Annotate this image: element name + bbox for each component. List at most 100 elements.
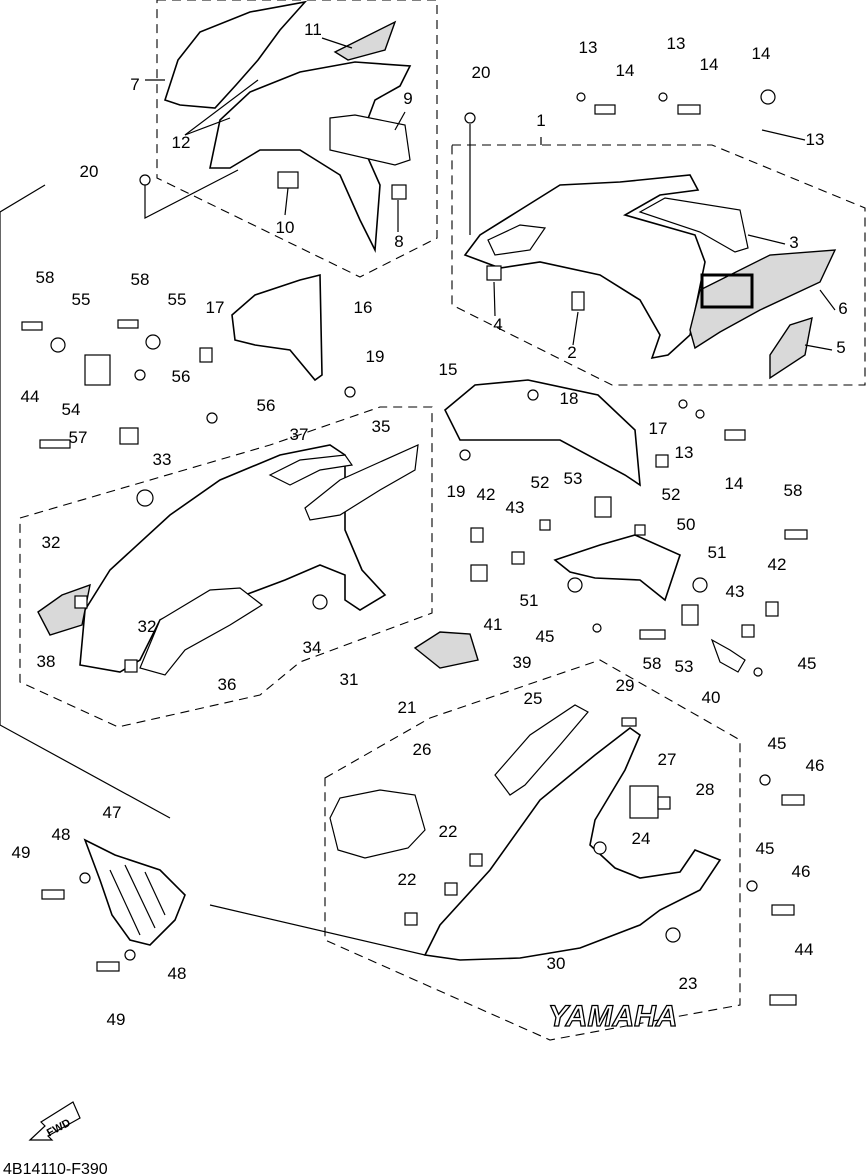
outline-left-bottom	[0, 724, 171, 819]
assembly-boundaries	[19, 0, 866, 1041]
part-callout-21: 21	[398, 698, 417, 717]
bolt-46b	[771, 904, 795, 916]
part-callout-47: 47	[103, 803, 122, 822]
bracket-54	[84, 354, 111, 386]
part-callout-56: 56	[172, 367, 191, 386]
grommet-24	[593, 841, 607, 855]
collar-51b	[567, 577, 583, 593]
windshield-decal-11	[333, 20, 397, 61]
clip-22a	[444, 882, 458, 896]
side-cover-31-boundary	[19, 406, 433, 728]
cowling-1-boundary	[451, 144, 866, 386]
grille-26	[329, 789, 426, 859]
screw-19-lower	[459, 449, 471, 461]
air-duct-assembly	[41, 838, 426, 972]
part-callout-26: 26	[413, 740, 432, 759]
part-callout-45: 45	[768, 734, 787, 753]
fwd-arrow-shape	[28, 1101, 81, 1141]
part-callout-35: 35	[372, 417, 391, 436]
part-callout-17: 17	[649, 419, 668, 438]
part-callout-27: 27	[658, 750, 677, 769]
part-callout-9: 9	[403, 89, 412, 108]
clip-42a	[470, 527, 484, 543]
clip-53b	[681, 604, 699, 626]
part-callout-39: 39	[513, 653, 532, 672]
panel-38	[37, 583, 91, 636]
under-cowl-21-boundary	[324, 659, 741, 1041]
washer-13a	[576, 92, 586, 102]
part-callout-52: 52	[531, 473, 550, 492]
nut-56a	[134, 369, 146, 381]
clip-4	[486, 265, 502, 281]
clip-22b	[404, 912, 418, 926]
washer-13e	[695, 409, 705, 419]
decal-6-brand-box	[700, 273, 754, 309]
windshield-part-7	[163, 0, 308, 109]
collar-23	[665, 927, 681, 943]
part-callout-19: 19	[366, 347, 385, 366]
bracket-37	[268, 454, 354, 486]
inner-panel-assembly	[199, 273, 669, 487]
brand-logo-text: YAMAHA	[548, 1000, 677, 1033]
leader-13c	[761, 129, 806, 141]
clip-52b	[634, 524, 646, 536]
part-callout-28: 28	[696, 780, 715, 799]
washer-48a	[79, 872, 91, 884]
bracket-50	[553, 534, 681, 602]
nut-43b	[741, 624, 755, 638]
part-callout-32: 32	[42, 533, 61, 552]
clip-53a	[594, 496, 612, 518]
clip-29	[621, 717, 637, 727]
outline-left-top	[0, 184, 46, 213]
part-callout-12: 12	[172, 133, 191, 152]
leader-9	[394, 111, 406, 131]
clip-42b	[765, 601, 779, 617]
part-callout-1: 1	[536, 111, 545, 130]
meter-panel-boundary	[156, 0, 438, 278]
part-callout-45: 45	[756, 839, 775, 858]
leader-20-upper	[144, 169, 239, 219]
part-callout-44: 44	[21, 387, 40, 406]
part-callout-45: 45	[798, 654, 817, 673]
nut-56b	[206, 412, 218, 424]
part-callout-57: 57	[69, 428, 88, 447]
part-callout-49: 49	[12, 843, 31, 862]
under-cowl-30	[423, 727, 722, 961]
part-callout-8: 8	[394, 232, 403, 251]
part-callout-34: 34	[303, 638, 322, 657]
part-callout-7: 7	[130, 75, 139, 94]
part-callout-16: 16	[354, 298, 373, 317]
clip-10	[277, 171, 299, 189]
part-callout-22: 22	[398, 870, 417, 889]
duct-rib-3	[144, 871, 166, 916]
clip-8	[391, 184, 407, 200]
part-callout-13: 13	[806, 130, 825, 149]
part-callout-6: 6	[838, 299, 847, 318]
bolt-58d	[639, 629, 666, 640]
part-callout-55: 55	[72, 290, 91, 309]
part-callout-30: 30	[547, 954, 566, 973]
screw-20-right	[464, 112, 476, 124]
grille-25	[494, 704, 589, 796]
part-callout-42: 42	[477, 485, 496, 504]
fwd-arrow: FWD	[28, 1101, 81, 1141]
duct-opening	[487, 224, 547, 256]
part-callout-20: 20	[472, 63, 491, 82]
washer-13d	[678, 399, 688, 409]
part-callout-43: 43	[726, 582, 745, 601]
part-callout-4: 4	[493, 315, 502, 334]
part-callout-33: 33	[153, 450, 172, 469]
washer-48b	[124, 949, 136, 961]
panel-lens-9	[329, 114, 411, 166]
clip-52a	[539, 519, 551, 531]
washer-45b	[753, 667, 763, 677]
part-callout-13: 13	[675, 443, 694, 462]
part-callout-11: 11	[304, 20, 322, 39]
screw-20-upper	[139, 174, 151, 186]
bolt-58a	[21, 321, 43, 331]
part-callout-13: 13	[667, 34, 686, 53]
part-callout-13: 13	[579, 38, 598, 57]
part-callout-58: 58	[643, 654, 662, 673]
pad-39	[413, 631, 479, 669]
